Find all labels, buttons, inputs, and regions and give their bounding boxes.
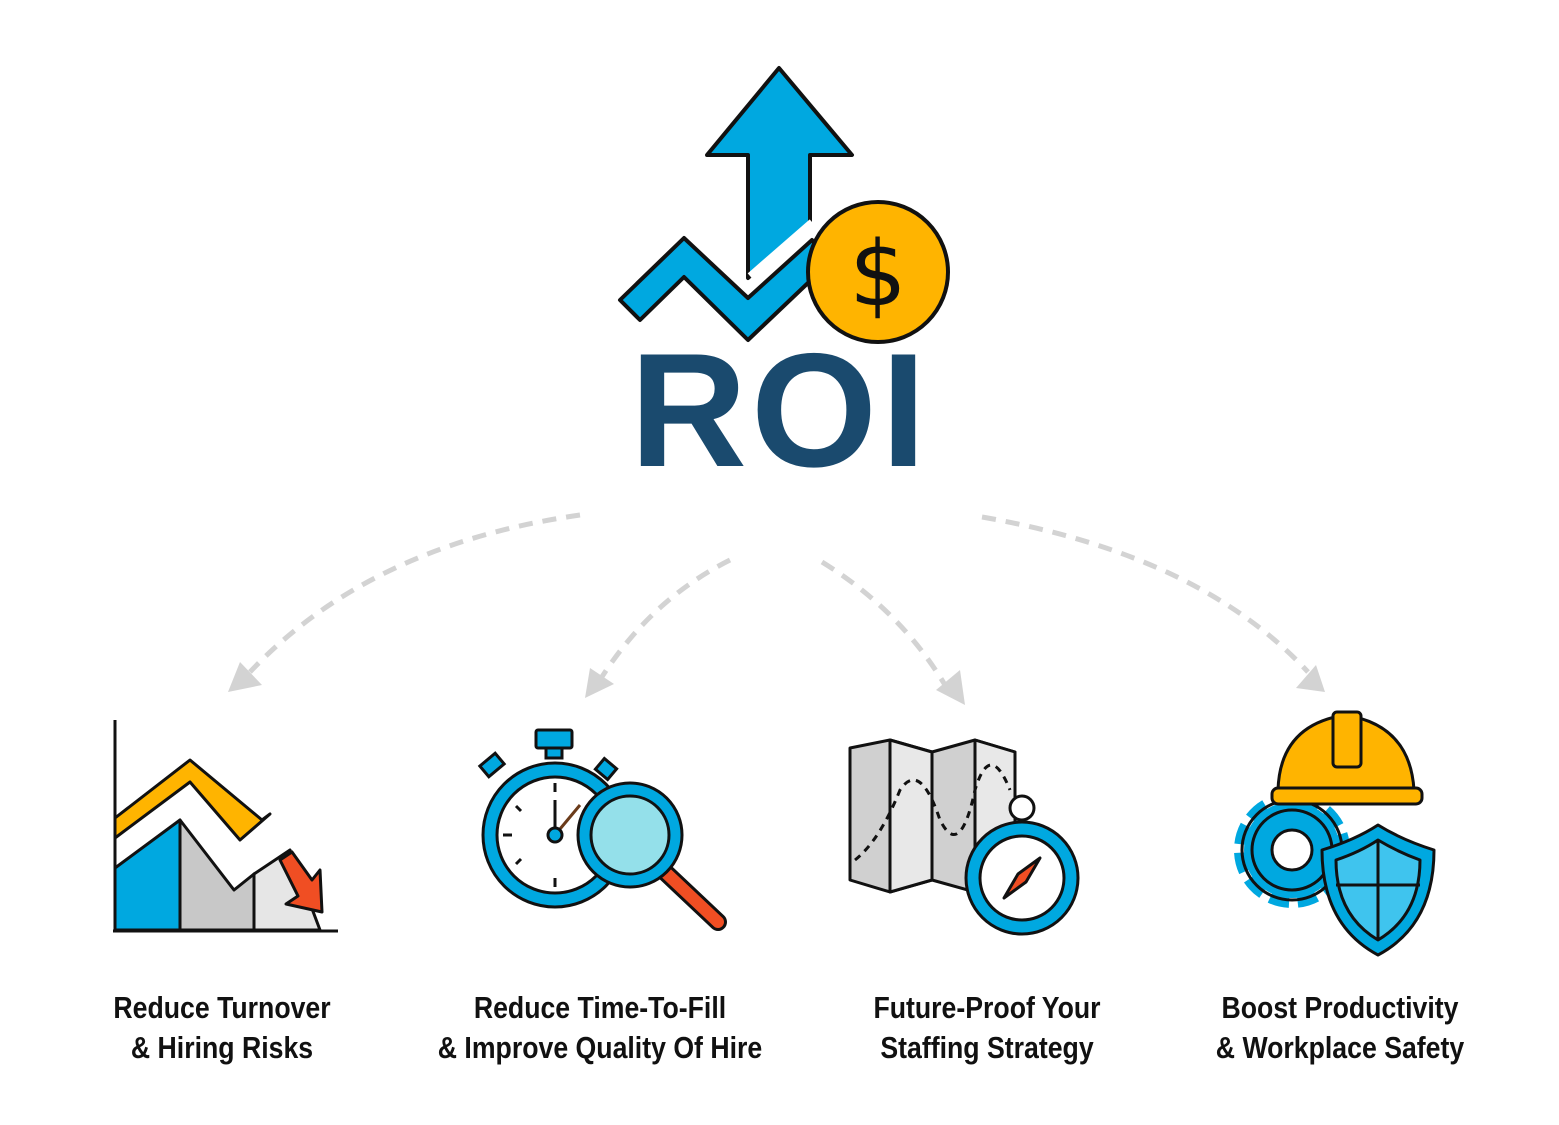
map-compass-icon xyxy=(848,738,1080,936)
arrowhead-2 xyxy=(585,668,614,698)
stopwatch-magnifier-icon xyxy=(477,728,727,931)
benefit-line-2: Staffing Strategy xyxy=(880,1030,1094,1065)
connector-arrow-4 xyxy=(981,514,1310,674)
benefit-line-2: & Workplace Safety xyxy=(1215,1030,1465,1065)
connector-arrow-2 xyxy=(597,557,732,682)
connector-arrows xyxy=(248,512,1310,687)
benefit-label-turnover: Reduce Turnover & Hiring Risks xyxy=(41,988,402,1068)
arrowhead-4 xyxy=(1296,665,1325,692)
roi-title: ROI xyxy=(630,320,931,501)
growth-arrow-coin-icon: $ xyxy=(618,66,950,344)
benefit-line-1: Reduce Turnover xyxy=(113,990,331,1025)
benefit-label-time-to-fill: Reduce Time-To-Fill & Improve Quality Of… xyxy=(419,988,780,1068)
benefit-label-productivity-safety: Boost Productivity & Workplace Safety xyxy=(1159,988,1520,1068)
benefit-line-1: Future-Proof Your xyxy=(873,990,1101,1025)
benefit-line-1: Boost Productivity xyxy=(1221,990,1459,1025)
arrowhead-3 xyxy=(936,670,965,705)
benefit-line-2: & Improve Quality Of Hire xyxy=(437,1030,763,1065)
connector-arrow-1 xyxy=(248,512,581,674)
benefit-line-1: Reduce Time-To-Fill xyxy=(473,990,727,1025)
connector-arrow-3 xyxy=(820,559,948,687)
arrowhead-1 xyxy=(228,662,262,692)
benefit-label-staffing-strategy: Future-Proof Your Staffing Strategy xyxy=(806,988,1167,1068)
safety-gear-shield-icon xyxy=(1234,710,1436,957)
declining-chart-icon xyxy=(113,720,338,933)
svg-text:$: $ xyxy=(849,222,906,327)
benefit-line-2: & Hiring Risks xyxy=(130,1030,314,1065)
